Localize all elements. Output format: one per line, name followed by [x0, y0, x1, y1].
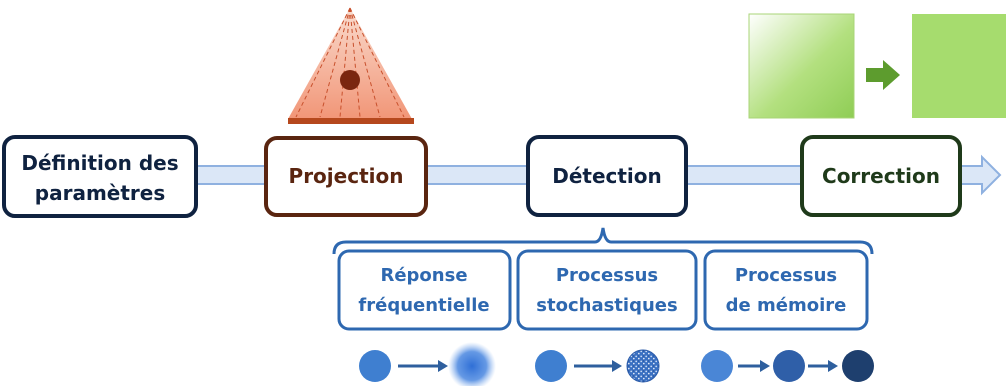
stage-definition-line1: Définition des: [21, 151, 178, 175]
correction-arrow: [866, 60, 900, 90]
stage-correction-label: Correction: [822, 164, 940, 188]
stage-definition-line2: paramètres: [35, 181, 165, 205]
sharp-dot: [359, 350, 391, 382]
effect-stochastic: Processus stochastiques: [516, 249, 698, 331]
object-dot: [340, 70, 360, 90]
stage-correction: Correction: [800, 135, 962, 217]
frequency-illustration: [359, 342, 496, 386]
memory-dot-1: [701, 350, 733, 382]
effect-stochastic-line2: stochastiques: [536, 295, 677, 316]
noisy-dot: [626, 349, 660, 383]
effect-frequency-line1: Réponse: [380, 265, 467, 286]
blurred-dot: [448, 342, 496, 386]
stage-definition: Définition des paramètres: [2, 135, 198, 218]
correction-illustration: [748, 13, 1006, 119]
detector-bar: [288, 118, 414, 124]
stage-projection-label: Projection: [289, 164, 404, 188]
effect-memory: Processus de mémoire: [703, 249, 869, 331]
stage-detection-label: Détection: [552, 164, 662, 188]
clean-dot: [535, 350, 567, 382]
corrected-square: [912, 14, 1006, 118]
projection-illustration: [288, 7, 414, 124]
effect-stochastic-line1: Processus: [556, 265, 658, 286]
stage-projection: Projection: [264, 136, 428, 217]
stage-detection: Détection: [526, 135, 688, 217]
effect-frequency-line2: fréquentielle: [358, 295, 489, 316]
effect-memory-line2: de mémoire: [726, 295, 847, 316]
memory-dot-2: [773, 350, 805, 382]
uncorrected-square: [748, 13, 855, 119]
memory-dot-3: [842, 350, 874, 382]
effect-memory-line1: Processus: [735, 265, 837, 286]
detection-brace: [332, 227, 874, 255]
stochastic-illustration: [535, 349, 660, 383]
memory-illustration: [701, 350, 874, 382]
effect-frequency-response: Réponse fréquentielle: [337, 249, 512, 331]
